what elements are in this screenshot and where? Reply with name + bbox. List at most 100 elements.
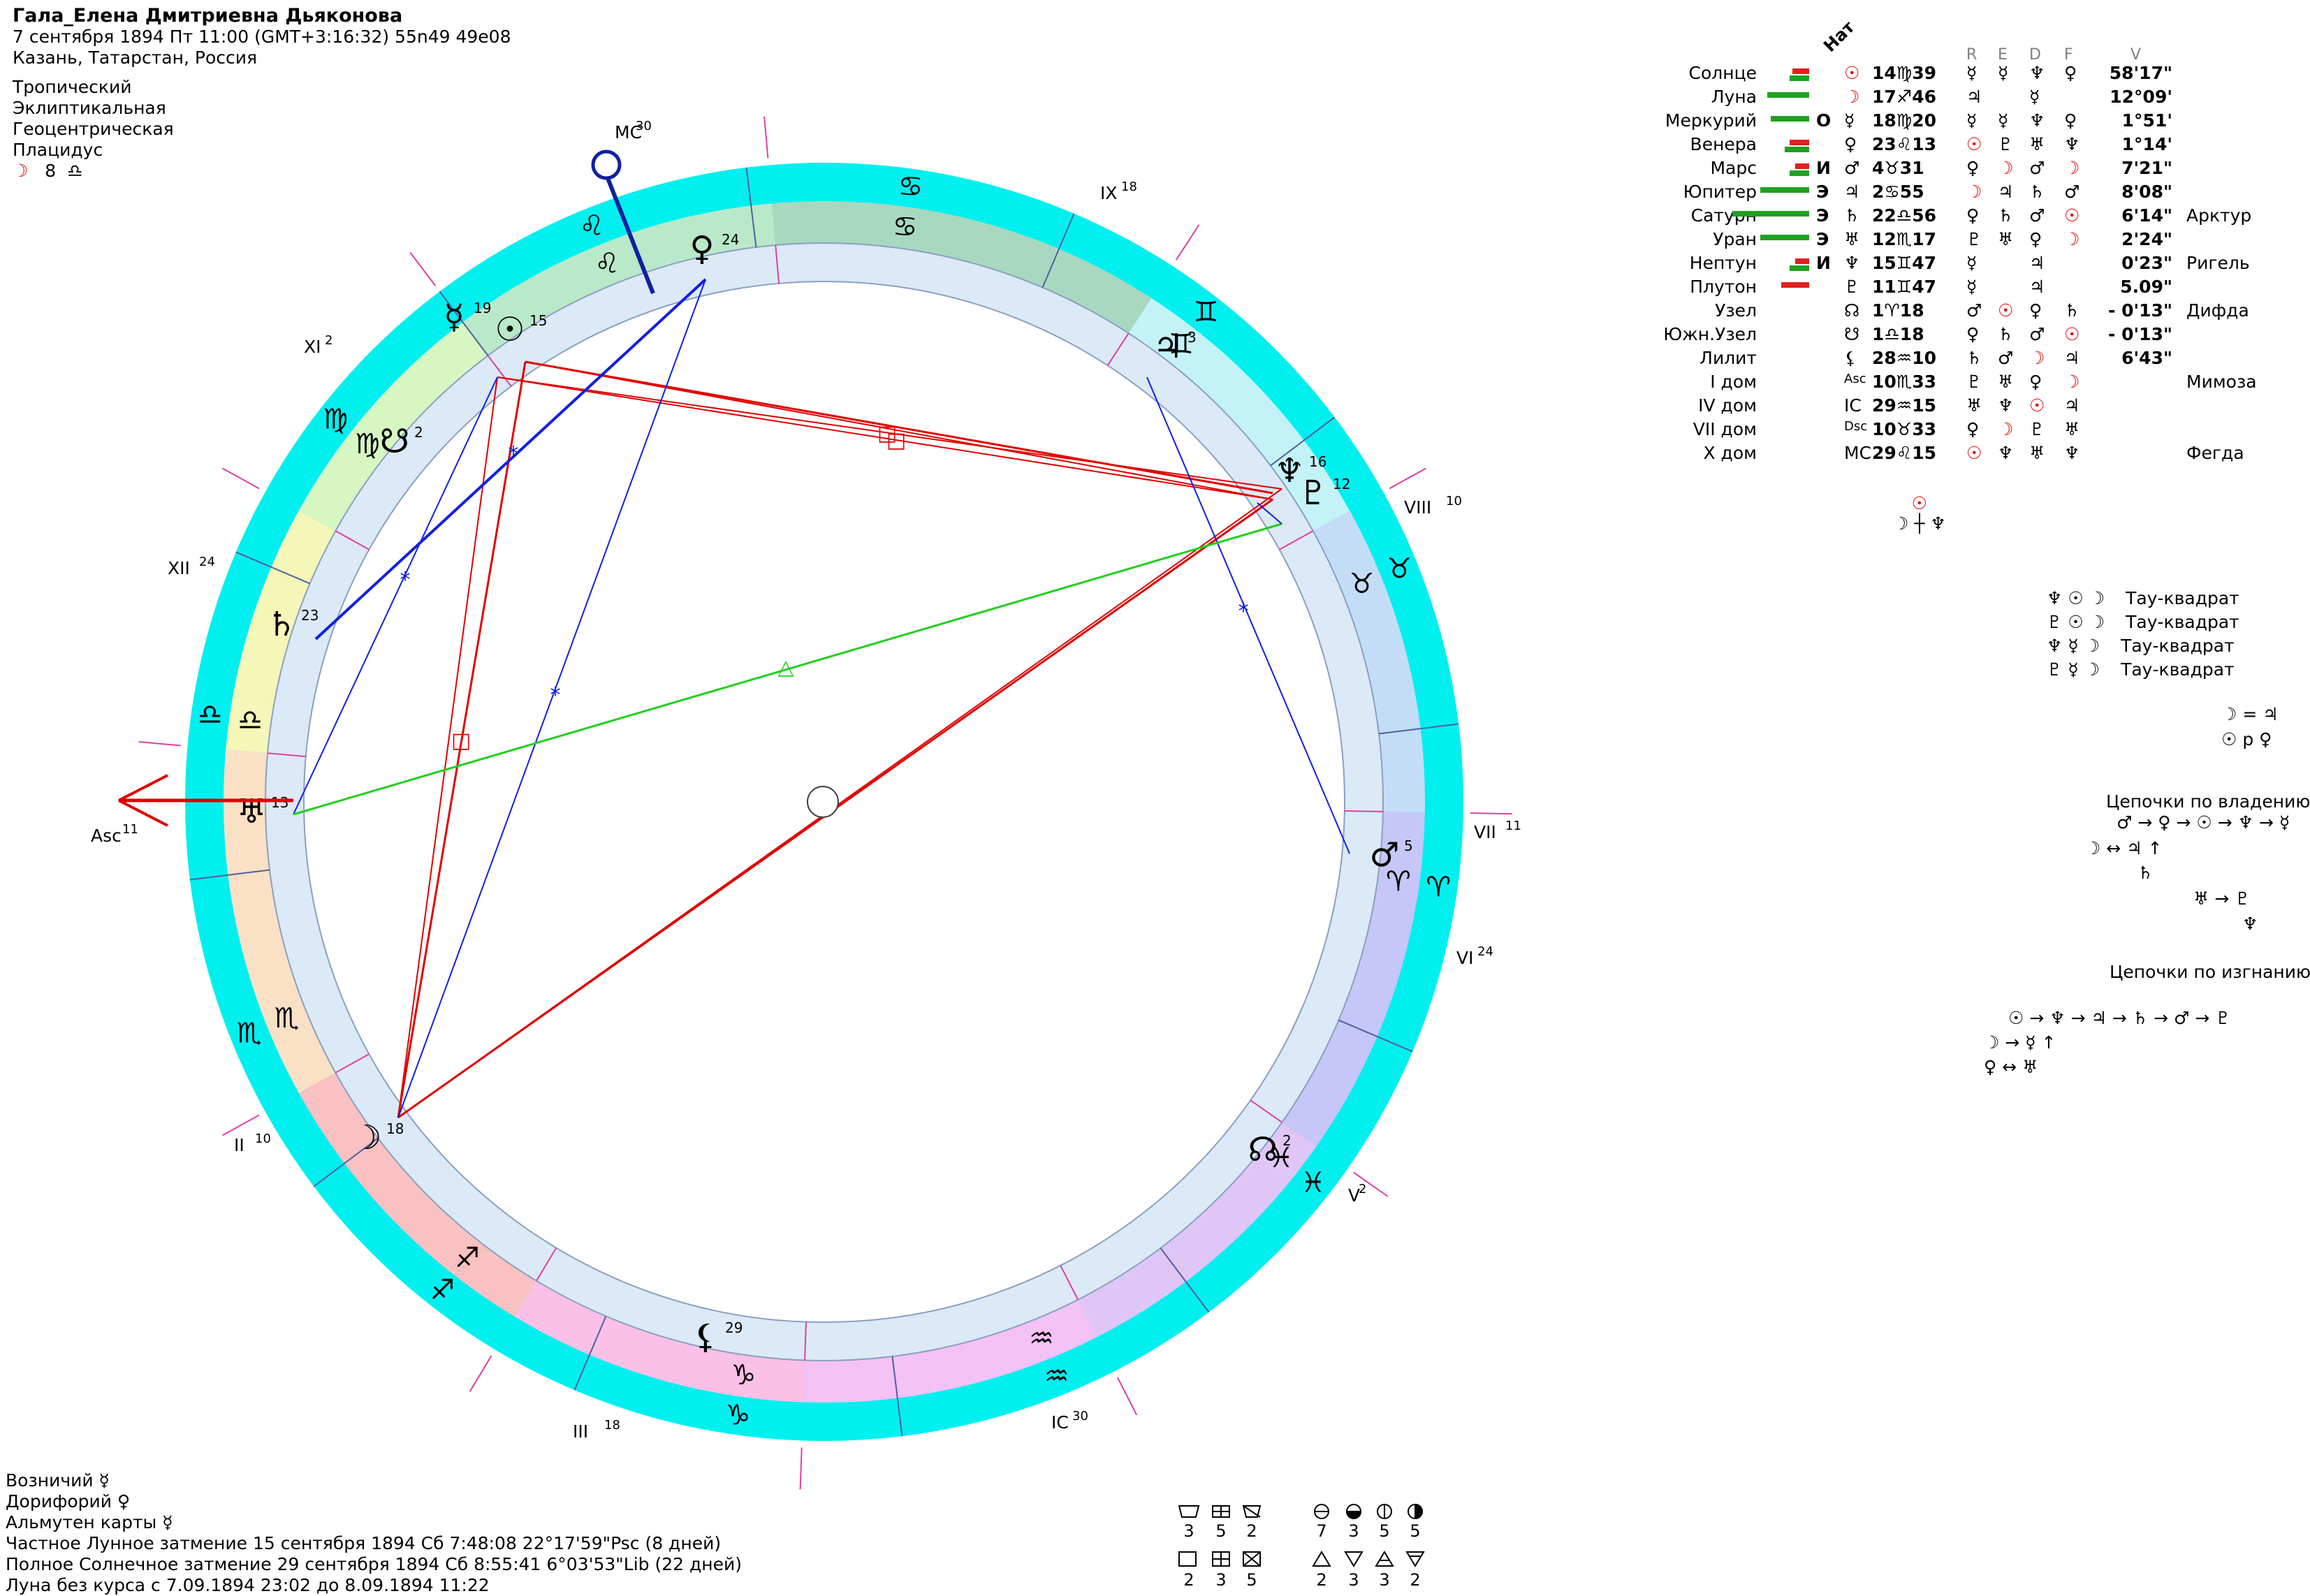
aspect-line	[1146, 376, 1350, 854]
rulership-glyph: ♇	[1966, 372, 1982, 392]
house-cusp-tick	[1060, 1265, 1079, 1301]
row-name: IV дом	[1698, 395, 1757, 416]
rulership-glyph: ♇	[1966, 229, 1982, 249]
planet-degree: 5	[1404, 837, 1413, 854]
exaltation-glyph: ♂	[1998, 348, 2014, 368]
fall-glyph: ☉	[2064, 324, 2080, 344]
midheaven-marker	[591, 149, 655, 295]
strength-bar	[1790, 140, 1809, 145]
house-cusp-outer-tick	[469, 1355, 492, 1392]
rulership-glyph: ☿	[1966, 63, 1978, 83]
detriment-glyph: ♇	[2029, 419, 2045, 439]
fixed-star: Фегда	[2186, 443, 2244, 463]
rulership-glyph: ♀	[1966, 419, 1980, 439]
row-name: Марс	[1710, 158, 1757, 178]
strength-bar	[1795, 163, 1809, 169]
house-cusp-outer-tick	[409, 251, 437, 286]
planet-glyph: ☽	[351, 1118, 381, 1157]
row-name: Плутон	[1690, 277, 1757, 297]
aspect-glyph: *	[509, 442, 519, 467]
strength-bar	[1760, 187, 1809, 193]
house-sector	[772, 201, 1152, 334]
row-value: - 0'13"	[2108, 300, 2172, 321]
house-sector	[1282, 811, 1425, 1147]
house-cusp-tick	[775, 244, 780, 284]
tau-label: Тау-квадрат	[2126, 612, 2239, 632]
house-label: XI	[304, 337, 321, 357]
row-value: 8'08"	[2121, 182, 2172, 202]
row-value: 6'43"	[2121, 348, 2172, 368]
house-cusp-outer-tick	[1117, 1377, 1138, 1416]
planet-degree: 18	[386, 1120, 404, 1137]
planet-degree: 15	[529, 312, 547, 329]
aspect-glyph: □	[877, 421, 897, 446]
planet-degree: 29	[725, 1319, 743, 1336]
chains-own-line-5: ♆	[2242, 914, 2258, 934]
row-name: Узел	[1715, 300, 1757, 321]
natal-chart-wheel[interactable]: □□□****△ ♌♌♋♋♊♊♉♉♈♈♓♓♒♒♑♑♐♐♏♏♎♎♍♍ ♀24☉15…	[0, 0, 1537, 1591]
charioteer: Возничий ☿	[6, 1470, 110, 1491]
row-name: VII дом	[1693, 419, 1757, 439]
sign-divider	[1270, 416, 1336, 467]
fall-glyph: ♅	[2064, 419, 2080, 439]
mode-count-bottom-3: 5	[1246, 1570, 1257, 1590]
row-glyph: Dsc	[1844, 419, 1868, 434]
coordinate-system: Эклиптикальная	[13, 98, 166, 118]
house-label: VIII	[1404, 497, 1431, 518]
detriment-glyph: ☉	[2029, 395, 2045, 416]
void-of-course-moon: Луна без курса с 7.09.1894 23:02 до 8.09…	[6, 1575, 490, 1595]
mode-count-top-1: 3	[1183, 1521, 1194, 1541]
column-header-v: V	[2130, 46, 2142, 64]
exaltation-glyph: ☉	[1998, 300, 2014, 321]
mode-count-bottom-5: 3	[1348, 1570, 1359, 1590]
moon-day-number: 8	[45, 161, 57, 181]
rulership-glyph: ♀	[1966, 158, 1980, 178]
rulership-glyph: ♅	[1966, 395, 1982, 416]
row-glyph: ♅	[1844, 229, 1860, 249]
house-sign-glyph: ♐	[455, 1242, 480, 1274]
aspect-lines: □□□****△	[293, 278, 1350, 1119]
row-name: I дом	[1710, 372, 1757, 392]
house-sign-glyph: ♒	[1029, 1323, 1054, 1355]
chains-own-line-2: ☽ ↔ ♃ ↑	[2085, 838, 2163, 858]
mode-count-top-4: 7	[1316, 1521, 1326, 1541]
sign-glyphs: ♌♌♋♋♊♊♉♉♈♈♓♓♒♒♑♑♐♐♏♏♎♎♍♍	[198, 171, 1452, 1432]
mode-count-top-7: 5	[1410, 1521, 1420, 1541]
zodiac-sign-glyph: ♊	[1194, 296, 1219, 328]
row-position: 14♍39	[1872, 63, 1936, 83]
tau-square-item: ♇ ☉ ☽Тау-квадрат	[2047, 610, 2239, 634]
sign-divider	[1041, 213, 1075, 288]
detriment-glyph: ♀	[2029, 300, 2042, 321]
row-position: 12♏17	[1872, 229, 1936, 249]
fall-glyph: ♀	[2064, 63, 2077, 83]
house-sign-glyph: ♉	[1350, 568, 1375, 600]
row-glyph: ♂	[1844, 158, 1860, 178]
exaltation-glyph: ☿	[1998, 63, 2009, 83]
house-cusp-outer-tick	[1389, 467, 1426, 490]
detriment-glyph: ☽	[2029, 348, 2045, 368]
house-sector	[226, 511, 336, 754]
tau-glyphs: ♇ ☿ ☽	[2047, 659, 2100, 680]
rulership-glyph: ♄	[1966, 348, 1982, 368]
planet-glyph: ☋	[380, 422, 410, 461]
house-label-degree: 11	[1505, 819, 1521, 833]
zodiac-sign-glyph: ♌	[579, 210, 604, 242]
mode-count-top-2: 5	[1215, 1521, 1226, 1541]
planet-glyph: ♄	[266, 605, 296, 644]
sun-venus-relation: ☉ p ♀	[2221, 729, 2272, 749]
strength-bar	[1771, 116, 1809, 122]
rulership-glyph: ♀	[1966, 205, 1980, 226]
mode-count-bottom-6: 3	[1379, 1570, 1389, 1590]
row-glyph: ♆	[1844, 253, 1860, 273]
exaltation-glyph: ♇	[1998, 134, 2014, 154]
fall-glyph: ♆	[2064, 134, 2080, 154]
zodiac-sign-glyph: ♉	[1387, 552, 1412, 585]
row-glyph: ☋	[1844, 324, 1860, 344]
house-label: III	[573, 1421, 588, 1442]
row-position: 1♎18	[1872, 324, 1924, 344]
zodiac-sign-glyph: ♑	[725, 1399, 750, 1431]
fall-glyph: ♄	[2064, 300, 2080, 321]
detriment-glyph: ♂	[2029, 324, 2045, 344]
house-cusp-tick	[1250, 1099, 1282, 1123]
solar-eclipse: Полное Солнечное затмение 29 сентября 18…	[6, 1554, 743, 1574]
